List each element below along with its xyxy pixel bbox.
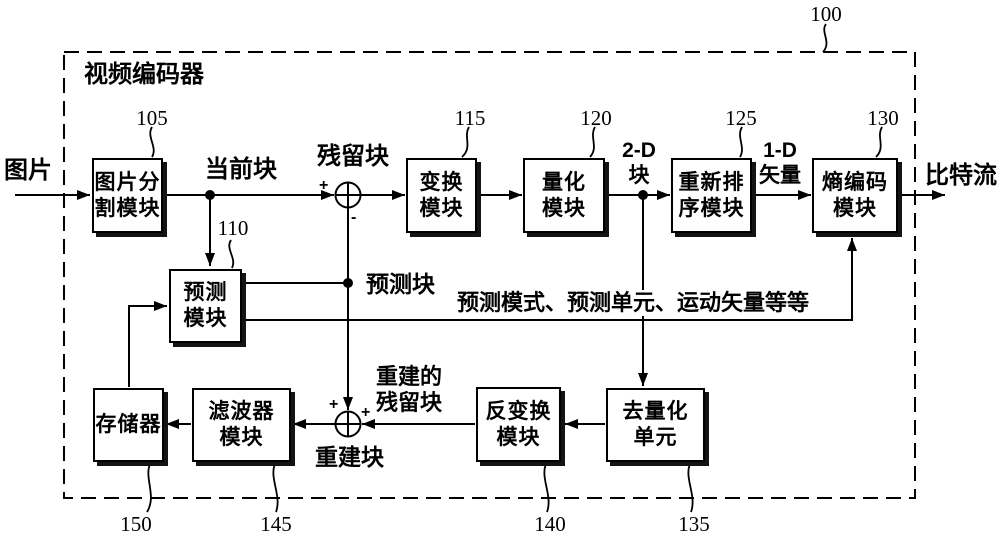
ref-label-110: 110 (217, 216, 249, 240)
leader-140 (543, 463, 550, 513)
2d-block-label: 2-D 块 (622, 139, 656, 187)
leader-120 (589, 126, 596, 158)
adder-bottom-icon (334, 410, 362, 438)
adder-bottom-sign-right: + (361, 404, 371, 421)
adder-top-sign-left: + (319, 177, 329, 194)
block-inverse-transform-label: 反变换 模块 (485, 399, 552, 449)
leader-105 (149, 126, 155, 158)
leader-150 (146, 463, 152, 513)
ref-label-100: 100 (810, 2, 842, 26)
leader-110 (228, 239, 235, 269)
ref-label-145: 145 (260, 512, 292, 536)
encoder-boundary (63, 51, 916, 499)
input-label: 图片 (4, 157, 52, 184)
leader-100 (822, 23, 828, 53)
junction-dots (205, 190, 648, 288)
block-picture-partition-module: 图片分 割模块 (92, 158, 163, 233)
ref-label-150: 150 (120, 512, 152, 536)
block-memory: 存储器 (93, 388, 164, 462)
prediction-info-label: 预测模式、预测单元、运动矢量等等 (455, 290, 812, 316)
reconstructed-residual-label: 重建的 残留块 (376, 364, 443, 415)
block-prediction-label: 预测 模块 (183, 281, 228, 330)
leader-130 (875, 126, 883, 158)
leader-135 (687, 463, 694, 513)
block-reorder-module: 重新排 序模块 (671, 158, 752, 233)
ref-label-105: 105 (136, 106, 168, 130)
ref-leader-lines (146, 23, 883, 513)
prediction-block-label: 预测块 (366, 271, 435, 297)
ref-label-125: 125 (725, 106, 757, 130)
reconstructed-block-label: 重建块 (315, 444, 384, 470)
block-reorder-label: 重新排 序模块 (678, 170, 745, 220)
diagram-title: 视频编码器 (84, 61, 204, 88)
residual-block-label: 残留块 (317, 143, 389, 170)
1d-vector-label: 1-D 矢量 (759, 139, 801, 187)
ref-label-135: 135 (678, 512, 710, 536)
ref-label-130: 130 (867, 106, 899, 130)
block-memory-label: 存储器 (95, 413, 162, 436)
block-transform-label: 变换 模块 (419, 170, 464, 220)
output-label: 比特流 (925, 162, 997, 189)
junction-prediction-block (343, 278, 353, 288)
adder-top-icon (334, 181, 362, 209)
arrow-prediction-info-to-entropy (243, 238, 857, 321)
block-filter-label: 滤波器 模块 (208, 400, 275, 449)
ref-label-120: 120 (580, 106, 612, 130)
arrow-memory-to-prediction (128, 301, 167, 387)
block-transform-module: 变换 模块 (406, 158, 477, 233)
block-inverse-transform-module: 反变换 模块 (476, 387, 561, 462)
block-quantization-module: 量化 模块 (523, 158, 605, 233)
block-quantization-label: 量化 模块 (542, 170, 586, 220)
block-prediction-module: 预测 模块 (169, 269, 242, 343)
junction-2d-block (638, 190, 648, 200)
ref-label-140: 140 (534, 512, 566, 536)
block-picture-partition-label: 图片分 割模块 (94, 170, 161, 220)
leader-115 (461, 126, 470, 158)
adder-bottom-sign-top: + (329, 396, 339, 413)
block-dequantization-label: 去量化 单元 (622, 400, 689, 449)
block-entropy-coding-label: 熵编码 模块 (822, 170, 888, 220)
leader-145 (272, 463, 279, 513)
block-filter-module: 滤波器 模块 (192, 388, 291, 462)
ref-label-115: 115 (454, 106, 486, 130)
block-dequantization-unit: 去量化 单元 (606, 388, 705, 462)
adder-top-sign-bottom: - (351, 209, 357, 226)
junction-current-block (205, 190, 215, 200)
block-entropy-coding-module: 熵编码 模块 (812, 158, 898, 233)
current-block-label: 当前块 (205, 156, 277, 183)
leader-125 (739, 126, 743, 158)
